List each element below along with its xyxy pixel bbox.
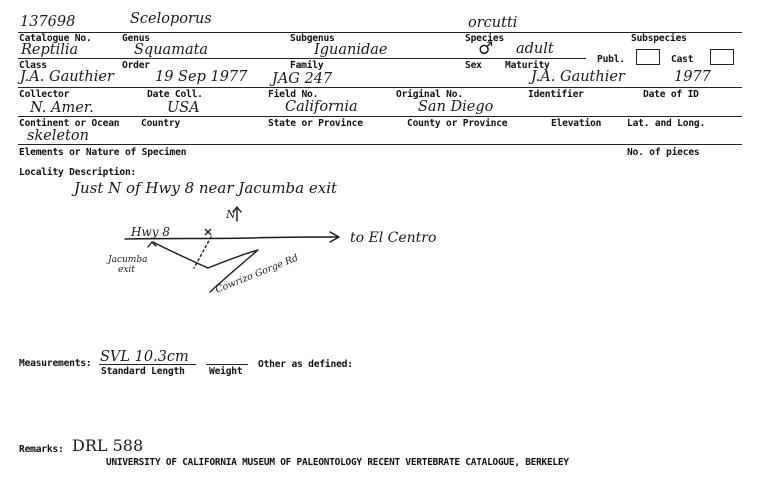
original-number-label: Original No. <box>396 89 463 100</box>
publ-label: Publ. <box>597 54 625 65</box>
county-value: San Diego <box>418 99 494 115</box>
date-of-id-label: Date of ID <box>643 89 699 100</box>
cast-label: Cast <box>671 54 694 65</box>
subspecies-label: Subspecies <box>631 33 687 44</box>
country-value: USA <box>167 100 200 116</box>
remarks-label: Remarks: <box>19 444 64 455</box>
row3-rule <box>18 87 742 89</box>
collector-label: Collector <box>19 89 70 100</box>
country-label: Country <box>141 118 181 129</box>
sex-label: Sex <box>465 60 482 71</box>
order-label: Order <box>122 60 150 71</box>
gorge-road <box>207 249 259 293</box>
locality-x-mark <box>204 228 212 236</box>
collector-value: J.A. Gauthier <box>20 69 114 85</box>
date-collected-value: 19 Sep 1977 <box>155 69 248 85</box>
row5-rule <box>18 144 742 146</box>
locality-label: Locality Description: <box>19 167 137 178</box>
subgenus-label: Subgenus <box>290 33 335 44</box>
pieces-label: No. of pieces <box>627 147 700 158</box>
sex-value: ♂ <box>478 39 494 59</box>
row4-rule <box>18 116 742 118</box>
publ-checkbox[interactable] <box>636 49 660 65</box>
continent-label: Continent or Ocean <box>19 118 120 129</box>
weight-label: Weight <box>209 366 243 377</box>
identifier-label: Identifier <box>528 89 584 100</box>
remarks-value: DRL 588 <box>72 436 144 455</box>
family-label: Family <box>290 60 324 71</box>
species-label: Species <box>465 33 505 44</box>
species-value: orcutti <box>468 15 518 31</box>
row2-rule <box>18 58 586 60</box>
elements-value: skeleton <box>27 128 89 144</box>
state-value: California <box>285 99 358 115</box>
destination-label: to El Centro <box>350 230 436 246</box>
class-label: Class <box>19 60 47 71</box>
field-number-value: JAG 247 <box>272 71 333 87</box>
other-label: Other as defined: <box>258 359 353 370</box>
field-number-label: Field No. <box>268 89 319 100</box>
catalogue-number-label: Catalogue No. <box>19 33 92 44</box>
north-label: N <box>225 208 236 221</box>
hwy-label: Hwy 8 <box>130 225 170 239</box>
state-label: State or Province <box>268 118 363 129</box>
maturity-label: Maturity <box>505 60 550 71</box>
class-value: Reptilia <box>21 42 79 58</box>
measurements-label: Measurements: <box>19 358 92 369</box>
cast-checkbox[interactable] <box>710 49 734 65</box>
catalogue-number-value: 137698 <box>20 14 76 30</box>
exit-label-line1: Jacumba <box>106 255 147 265</box>
exit-ramp <box>152 241 209 269</box>
elements-label: Elements or Nature of Specimen <box>19 147 187 158</box>
family-value: Iguanidae <box>314 42 388 58</box>
weight-rule <box>206 364 248 366</box>
row1-rule <box>18 32 742 34</box>
elevation-label: Elevation <box>551 118 602 129</box>
genus-label: Genus <box>122 33 150 44</box>
continent-value: N. Amer. <box>30 100 94 116</box>
locality-path <box>193 236 212 269</box>
standard-length-value: SVL 10.3cm <box>100 349 189 365</box>
locality-description: Just N of Hwy 8 near Jacumba exit <box>74 179 338 197</box>
identifier-value: J.A. Gauthier <box>531 69 625 85</box>
highway-line <box>124 236 339 240</box>
exit-label-line2: exit <box>118 265 135 275</box>
county-label: County or Province <box>407 118 508 129</box>
road-label: Cowrizo Gorge Rd <box>214 253 300 296</box>
date-of-id-value: 1977 <box>674 69 711 85</box>
maturity-value: adult <box>516 41 554 57</box>
standard-length-rule <box>99 364 196 366</box>
lat-long-label: Lat. and Long. <box>627 118 706 129</box>
catalogue-footer: UNIVERSITY OF CALIFORNIA MUSEUM OF PALEO… <box>106 457 569 468</box>
date-collected-label: Date Coll. <box>147 89 203 100</box>
order-value: Squamata <box>134 42 209 58</box>
standard-length-label: Standard Length <box>101 366 185 377</box>
genus-value: Sceloporus <box>130 11 212 27</box>
